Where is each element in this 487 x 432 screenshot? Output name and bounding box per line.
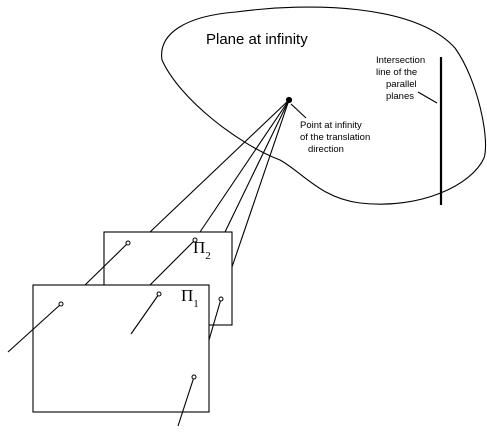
intersection-label: Intersection line of the parallel planes [376,55,428,102]
plane-1-point-right [218,296,224,302]
plane-pi-1 [32,284,210,413]
plane-1-point-bottom [191,374,197,380]
plane-1-symbol: Π [181,286,193,305]
point-at-infinity-pointer [290,103,307,119]
ray-4 [231,99,290,268]
ray-3 [224,99,290,233]
plane-2-segment-middle [149,239,196,286]
intersection-pointer [417,91,438,104]
point-at-infinity-line-3: direction [308,144,344,155]
plane-1-segment-middle [130,293,160,335]
plane-1-segment-right [208,298,222,341]
plane-1-segment-bottom [177,376,195,427]
vanishing-point [285,96,293,104]
intersection-label-line-1: Intersection [376,55,425,66]
intersection-label-line-2: line of the [376,67,417,78]
plane-at-infinity-outline [161,6,487,205]
plane-at-infinity-title: Plane at infinity [206,31,308,48]
ray-2 [199,99,290,233]
intersection-label-line-3: parallel [386,79,417,90]
plane-2-label: Π2 [193,238,211,262]
point-at-infinity-line-2: of the translation [300,132,370,143]
point-at-infinity-line-1: Point at infinity [300,120,362,131]
plane-1-point-middle [156,291,162,297]
plane-1-segment-left [7,303,62,353]
plane-1-point-left [58,301,64,307]
plane-2-symbol: Π [193,238,205,257]
plane-1-label: Π1 [181,286,199,310]
plane-2-point-left [125,240,131,246]
intersection-label-line-4: planes [386,91,414,102]
ray-1 [149,99,290,233]
plane-2-segment-left [84,242,129,286]
plane-2-subscript: 2 [205,250,211,262]
point-at-infinity-label: Point at infinity of the translation dir… [300,120,373,155]
plane-2-point-middle [192,237,198,243]
plane-1-subscript: 1 [193,298,199,310]
